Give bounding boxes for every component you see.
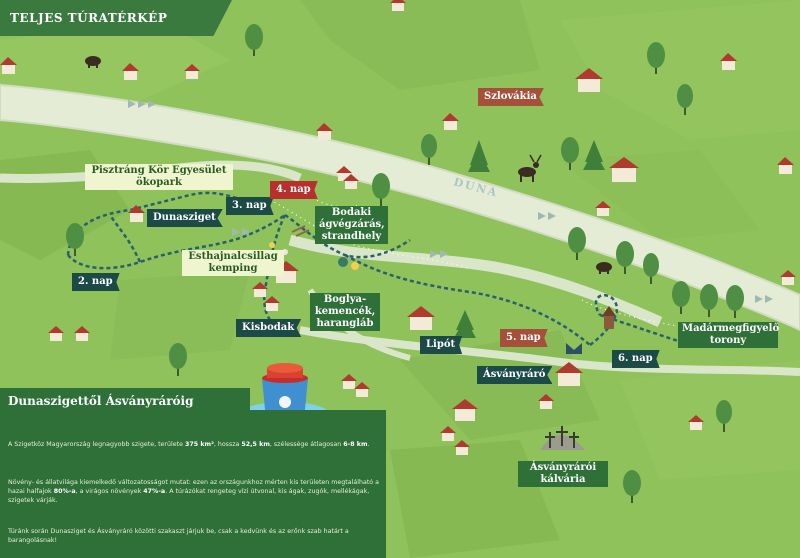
tree-icon [672, 281, 690, 314]
side-branch-east [299, 326, 800, 376]
tree-icon [726, 285, 744, 318]
house-icon [442, 113, 459, 130]
place-pisztrang: Pisztráng Kör Egyesület ökopark [85, 164, 233, 190]
calvary-icon [540, 426, 585, 450]
info-paragraph-1: A Szigetköz Magyarország legnagyobb szig… [8, 441, 370, 448]
house-icon [128, 205, 145, 222]
tree-icon [643, 253, 659, 284]
house-icon [264, 296, 280, 311]
house-icon [74, 326, 90, 341]
tree-icons [66, 24, 744, 503]
tower-icon [602, 306, 616, 329]
house-icon [555, 362, 583, 386]
house-icon [122, 63, 139, 80]
tree-icon [561, 137, 579, 170]
tree-icon [700, 284, 718, 317]
house-icon [48, 326, 64, 341]
side-branch-mid [288, 234, 663, 328]
tree-icon [169, 343, 187, 376]
place-madar: Madármegfigyelő torony [678, 322, 779, 348]
house-icon [595, 201, 611, 216]
house-icon [780, 270, 796, 285]
house-icon [407, 306, 435, 330]
tree-icon [568, 227, 586, 260]
day-label-2: 2. nap [72, 273, 120, 291]
route-dots [269, 189, 701, 331]
day-label-5: 5. nap [500, 329, 548, 347]
day-label-3: 3. nap [226, 197, 274, 215]
deer-icon [518, 154, 542, 182]
house-icon [252, 282, 268, 297]
house-icon [720, 53, 737, 70]
place-kisbodak: Kisbodak [236, 319, 302, 337]
house-icon [777, 157, 794, 174]
house-icon [354, 382, 370, 397]
info-paragraph-3: Túránk során Dunasziget és Ásványráró kö… [8, 528, 349, 544]
pine-icon [454, 318, 476, 338]
info-paragraph-2: Növény- és állatvilága kiemelkedő változ… [8, 479, 380, 504]
house-icon [316, 123, 333, 140]
place-bodaki: Bodaki ágvégzárás, strandhely [315, 206, 388, 244]
house-icon [452, 399, 478, 421]
place-lipot: Lipót [420, 336, 463, 354]
house-icons [0, 0, 796, 455]
pine-icon [583, 150, 605, 170]
tree-icon [245, 24, 263, 56]
tree-icon [421, 134, 437, 165]
tree-icon [372, 173, 390, 206]
house-icon [341, 374, 357, 389]
house-icon [336, 166, 352, 181]
day-label-4: 4. nap [270, 181, 318, 199]
place-boglya: Boglya-kemencék, harangláb [310, 293, 380, 331]
tree-icon [677, 84, 693, 115]
pine-icon [468, 150, 490, 172]
info-panel-heading: Dunaszigettől Ásványráróig [0, 388, 250, 414]
house-icon [184, 64, 200, 79]
tree-icon [716, 400, 732, 432]
house-icon [609, 157, 639, 182]
house-icon [454, 440, 470, 455]
church-icon [566, 343, 582, 354]
place-kalvaria: Ásványrárói kálvária [518, 461, 608, 487]
bridge-icon [291, 225, 310, 237]
house-icon [538, 394, 554, 409]
tree-icon [616, 241, 634, 274]
place-dunasziget: Dunasziget [147, 209, 223, 227]
tree-icon [647, 42, 665, 74]
info-panel [0, 410, 386, 558]
pine-icons [454, 140, 605, 338]
boar-icon [596, 262, 612, 274]
house-icon [575, 68, 603, 92]
house-icon [390, 0, 406, 11]
house-icon [343, 174, 359, 189]
place-asvanyraro: Ásványráró [477, 366, 553, 384]
tree-icon [623, 470, 641, 503]
place-esthajnal: Esthajnalcsillag kemping [182, 250, 284, 276]
flow-arrows [128, 100, 773, 303]
page-title: TELJES TÚRATÉRKÉP [0, 0, 232, 36]
house-icon [0, 57, 17, 74]
boar-icon [85, 56, 101, 68]
country-label: Szlovákia [478, 88, 544, 106]
house-icon [440, 426, 456, 441]
duna-river [0, 83, 800, 332]
tree-icon [66, 223, 84, 256]
flower-icon [269, 242, 359, 270]
day-label-6: 6. nap [612, 350, 660, 368]
house-icon [688, 415, 704, 430]
